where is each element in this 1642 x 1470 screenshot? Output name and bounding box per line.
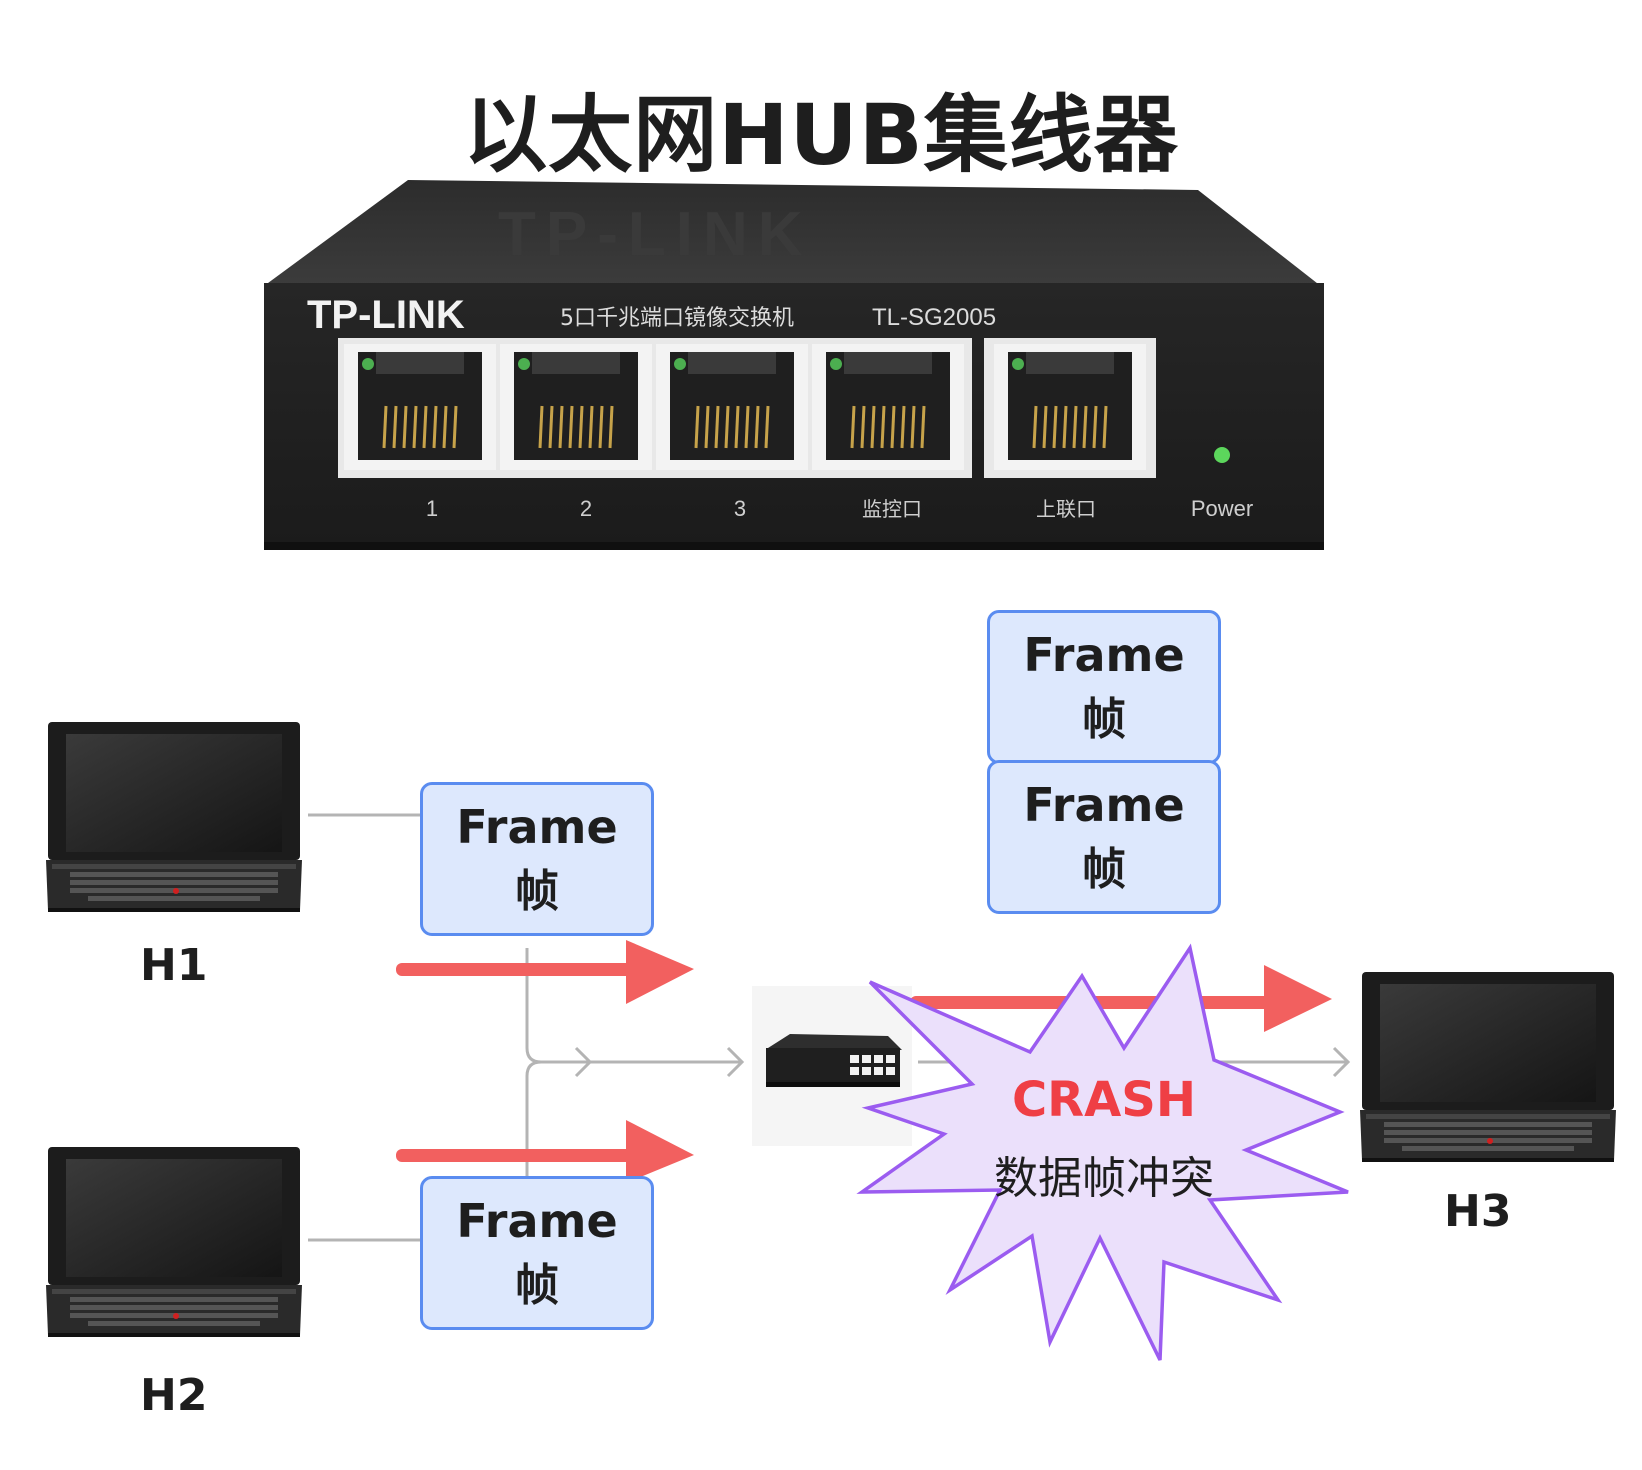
host-label-h2: H2 <box>140 1370 208 1421</box>
port-2 <box>498 342 654 472</box>
frame-label: Frame <box>456 1194 618 1248</box>
frame-box-stack-top: Frame 帧 <box>987 610 1221 764</box>
hub-description: 5口千兆端口镜像交换机 <box>560 306 794 331</box>
frame-label-cn: 帧 <box>515 1260 559 1311</box>
connector-chevron-3 <box>1332 1046 1351 1078</box>
frame-label: Frame <box>456 800 618 854</box>
port-label-1: 1 <box>426 496 438 521</box>
port-1 <box>342 342 498 472</box>
host-label-h1: H1 <box>140 940 208 991</box>
frame-label: Frame <box>1023 778 1185 832</box>
connector-chevron-2 <box>726 1046 745 1078</box>
frame-label-cn: 帧 <box>1082 844 1126 895</box>
port-3 <box>654 342 810 472</box>
power-led <box>1214 447 1230 463</box>
frame-box-h2: Frame 帧 <box>420 1176 654 1330</box>
frame-label-cn: 帧 <box>1082 694 1126 745</box>
port-label-monitor: 监控口 <box>862 497 922 521</box>
laptop-h2-image <box>46 1147 302 1337</box>
crash-title: CRASH <box>1011 1072 1197 1128</box>
small-hub-image <box>752 986 912 1146</box>
red-arrow-h3 <box>910 965 1332 1032</box>
connector-h2-up <box>525 1060 542 1178</box>
frame-label: Frame <box>1023 628 1185 682</box>
frame-label-cn: 帧 <box>515 866 559 917</box>
power-label: Power <box>1191 496 1253 521</box>
hub-device: TP-LINK TP-LINK 5口千兆端口镜像交换机 TL-SG2005 1 … <box>264 180 1324 550</box>
red-arrow-h1 <box>396 940 694 1004</box>
laptop-h1-image <box>46 722 302 912</box>
connector-chevron-1 <box>574 1046 593 1078</box>
laptop-h3-image <box>1360 972 1616 1162</box>
page-title: 以太网HUB集线器 <box>463 86 1179 184</box>
port-label-2: 2 <box>580 496 592 521</box>
collision-burst <box>856 943 1349 1361</box>
host-label-h3: H3 <box>1444 1186 1512 1237</box>
frame-box-h1: Frame 帧 <box>420 782 654 936</box>
port-label-uplink: 上联口 <box>1036 497 1096 521</box>
port-uplink <box>992 342 1148 472</box>
crash-subtitle: 数据帧冲突 <box>994 1153 1214 1204</box>
port-label-3: 3 <box>734 496 746 521</box>
frame-box-stack-bottom: Frame 帧 <box>987 760 1221 914</box>
hub-model: TL-SG2005 <box>872 304 996 331</box>
hub-top-emboss: TP-LINK <box>498 200 813 269</box>
hub-brand-label: TP-LINK <box>307 293 465 337</box>
red-arrow-h2 <box>396 1120 694 1183</box>
port-monitor <box>810 342 966 472</box>
hub-top-panel <box>268 180 1322 287</box>
